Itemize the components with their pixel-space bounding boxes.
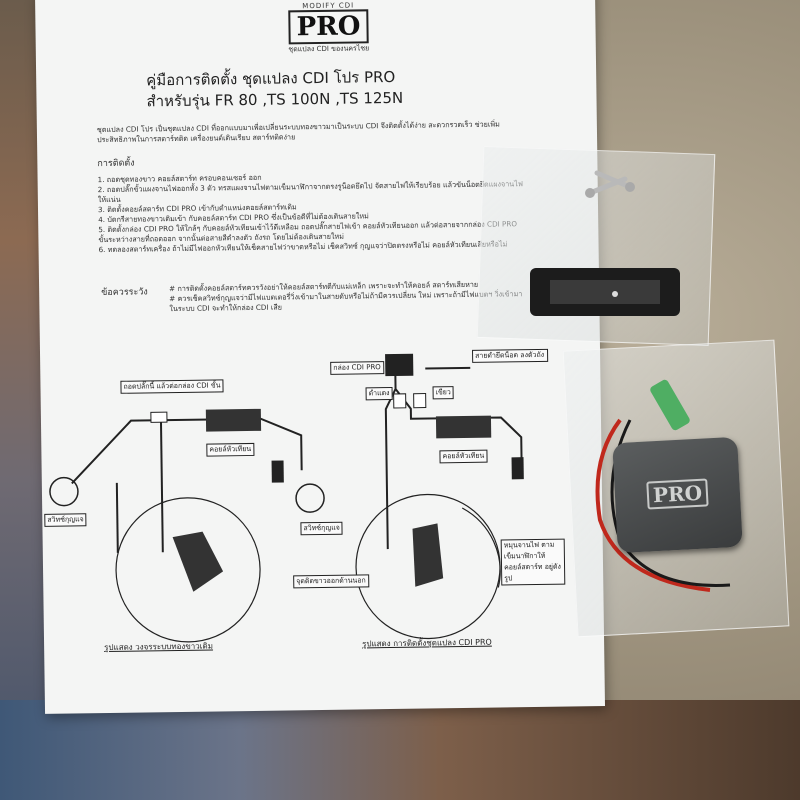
cdi-box: PRO: [612, 436, 743, 554]
label-key-right: สวิทซ์กุญแจ: [300, 521, 343, 536]
label-note-right: หมุนจานไฟ ตามเข็มนาฬิกาให้ คอยล์สตาร์ท อ…: [500, 538, 566, 586]
right-coil-box: [435, 415, 492, 439]
label-key-left: สวิทซ์กุญแจ: [44, 513, 87, 527]
screws: [585, 170, 635, 198]
left-diagram-lines: [49, 417, 303, 643]
label-black-wire: สายดำยึดน็อต ลงตัวถัง: [472, 348, 549, 363]
label-point-right: จุดติดขาวออกด้านนอก: [293, 574, 369, 589]
caption-left: รูปแสดง วงจรระบบทองขาวเดิม: [104, 641, 214, 653]
background-floor-bottom: [0, 700, 800, 800]
right-cdi-box: [385, 353, 414, 377]
caption-right: รูปแสดง การติดตั้งชุดแปลง CDI PRO: [362, 637, 492, 649]
cdi-logo: PRO: [646, 478, 709, 510]
start-coil: [530, 268, 680, 316]
right-connector-a: [393, 393, 407, 409]
label-plug-left: ถอดปลั๊กนี้ แล้วต่อกล่อง CDI ขั้น: [120, 379, 224, 394]
right-start-coil: [412, 523, 444, 587]
right-connector-b: [413, 393, 427, 409]
wiring-diagrams: [49, 353, 524, 643]
right-spark-cap: [511, 457, 524, 480]
label-coil-left: คอยล์หัวเทียน: [206, 442, 255, 457]
right-diagram-lines: [295, 366, 523, 640]
left-plug: [150, 411, 168, 423]
label-coil-right: คอยล์หัวเทียน: [439, 449, 488, 464]
label-red-wire: ดำแดง: [365, 386, 393, 401]
left-coil-box: [205, 408, 262, 432]
left-points-assembly: [172, 531, 224, 592]
left-spark-cap: [271, 460, 284, 483]
label-green-wire: เขียว: [432, 386, 454, 400]
label-cdi-right: กล่อง CDI PRO: [330, 361, 384, 375]
instruction-sheet: MODIFY CDI PRO ชุดแปลง CDI ของนครไชย คู่…: [35, 0, 605, 714]
